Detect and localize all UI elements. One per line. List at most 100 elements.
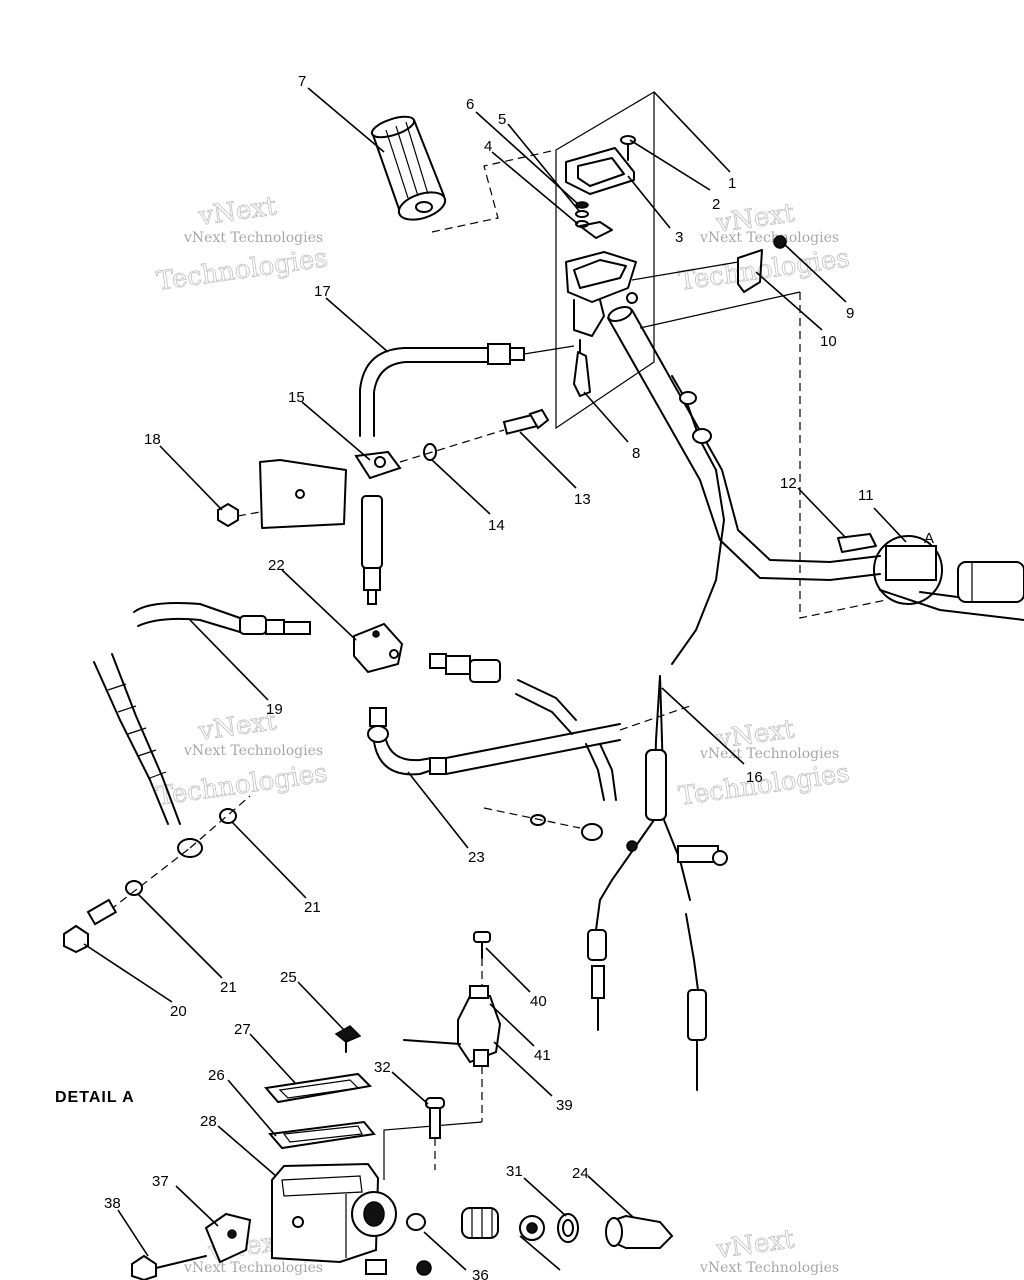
leader-39 (493, 1041, 553, 1097)
leader-12 (797, 487, 847, 539)
callout-27: 27 (234, 1021, 251, 1038)
leader-15 (301, 401, 371, 461)
body-28-bore-inner (363, 1201, 385, 1227)
cable-bolt-head (712, 850, 728, 866)
callout-40: 40 (530, 993, 547, 1010)
bolt-38-shank (155, 1255, 207, 1269)
distribution-block (353, 495, 404, 674)
brake-switch-top (469, 985, 489, 999)
cable-branch-right (685, 913, 699, 991)
right-grip (957, 561, 1024, 603)
callout-9: 9 (846, 305, 854, 322)
watermark-small-text: vNext Technologies (699, 746, 839, 762)
bolt-20-shank (86, 898, 118, 926)
detail-a-circle (873, 535, 943, 605)
leader-41 (489, 1003, 535, 1047)
cable-upper (671, 375, 725, 665)
handlebar-guide-upper (639, 291, 801, 329)
brake-lever (573, 351, 591, 397)
line-23-nut (369, 707, 387, 727)
callout-11: 11 (858, 487, 874, 504)
detail-a-marker: A (924, 530, 934, 547)
bracket-15-hole (374, 456, 386, 468)
body-28-nut (416, 1260, 432, 1276)
reservoir-cover (565, 147, 635, 195)
callout-31: 31 (506, 1163, 523, 1180)
mirror-bracket (631, 235, 787, 293)
lever-mount-hole (227, 1229, 237, 1239)
handlebar-lower-edge (631, 309, 881, 563)
cable-bolt (677, 845, 719, 863)
line-17-guide (523, 345, 575, 355)
callout-14: 14 (488, 517, 505, 534)
bolt-guide (399, 429, 505, 463)
left-line-rib (137, 749, 157, 757)
washer-dark (626, 840, 638, 852)
line-19-fitting (265, 619, 285, 635)
leader-20 (83, 943, 173, 1003)
watermark-small-text: vNext Technologies (699, 1260, 839, 1276)
detail-a: DETAIL A (55, 931, 674, 1280)
line-19-upper (133, 602, 241, 619)
mount-plate (259, 459, 347, 529)
callout-5: 5 (498, 111, 506, 128)
callout-38: 38 (104, 1195, 121, 1212)
cable-housing (645, 749, 667, 821)
left-line-rib (117, 705, 137, 713)
snap-ring-31-inner (562, 1219, 574, 1237)
grip-guide-line (431, 149, 557, 233)
callout-22: 22 (268, 557, 285, 574)
watermark-small-text: vNext Technologies (699, 230, 839, 246)
callout-18: 18 (144, 431, 161, 448)
leader-37 (175, 1185, 219, 1227)
brake-line-19 (133, 602, 311, 635)
washer-36 (406, 1213, 426, 1231)
switch-body (361, 495, 383, 569)
grip-end (370, 115, 416, 139)
clip-12 (837, 533, 877, 553)
leader-25 (297, 981, 345, 1031)
callout-26: 26 (208, 1067, 225, 1084)
leader-extra (519, 1235, 561, 1271)
detail-a-cylinder (885, 545, 937, 581)
callout-15: 15 (288, 389, 305, 406)
adjuster-left (587, 929, 607, 961)
grip-rib (395, 125, 419, 197)
watermark-top-left: vNext vNext Technologies Technologies (154, 191, 329, 297)
watermark-mid-right: vNext vNext Technologies Technologies (676, 714, 851, 812)
body-28-reservoir (281, 1175, 363, 1197)
throttle-cable (587, 375, 728, 1091)
callout-20: 20 (170, 1003, 187, 1020)
brake-line-17 (359, 343, 575, 437)
grip-rib (405, 121, 429, 195)
nut-18 (217, 502, 239, 528)
cable-lower-right (659, 675, 691, 901)
lever-link (579, 221, 613, 239)
leader-lines (83, 87, 907, 1271)
callout-32: 32 (374, 1059, 391, 1076)
watermark-big-text: Technologies (677, 243, 852, 297)
callout-10: 10 (820, 333, 837, 350)
leader-3 (627, 175, 671, 229)
line-19-sleeve (239, 615, 267, 635)
cylinder-bolt (626, 292, 638, 304)
grip-hole (415, 201, 433, 213)
handlebar-guide-line (799, 292, 887, 619)
callout-labels: 1 2 3 4 5 6 7 8 9 10 11 12 13 14 15 16 1… (104, 73, 874, 1280)
switch-tip (367, 589, 377, 605)
left-line-inner (111, 653, 181, 825)
callout-2: 2 (712, 196, 720, 213)
line-17-inner (373, 361, 489, 437)
screw-32-shank (429, 1107, 441, 1139)
leader-40 (485, 947, 531, 993)
left-line-rib (149, 771, 167, 779)
watermark-small-text: vNext Technologies (183, 230, 323, 246)
leader-6 (475, 111, 579, 205)
detail-a-title: DETAIL A (55, 1089, 135, 1106)
callout-41: 41 (534, 1047, 551, 1064)
leader-16 (661, 687, 745, 765)
screw-40-head (473, 931, 491, 943)
switch-guide-link (383, 1121, 483, 1180)
leader-11 (873, 507, 907, 543)
nut-guide (237, 511, 261, 517)
